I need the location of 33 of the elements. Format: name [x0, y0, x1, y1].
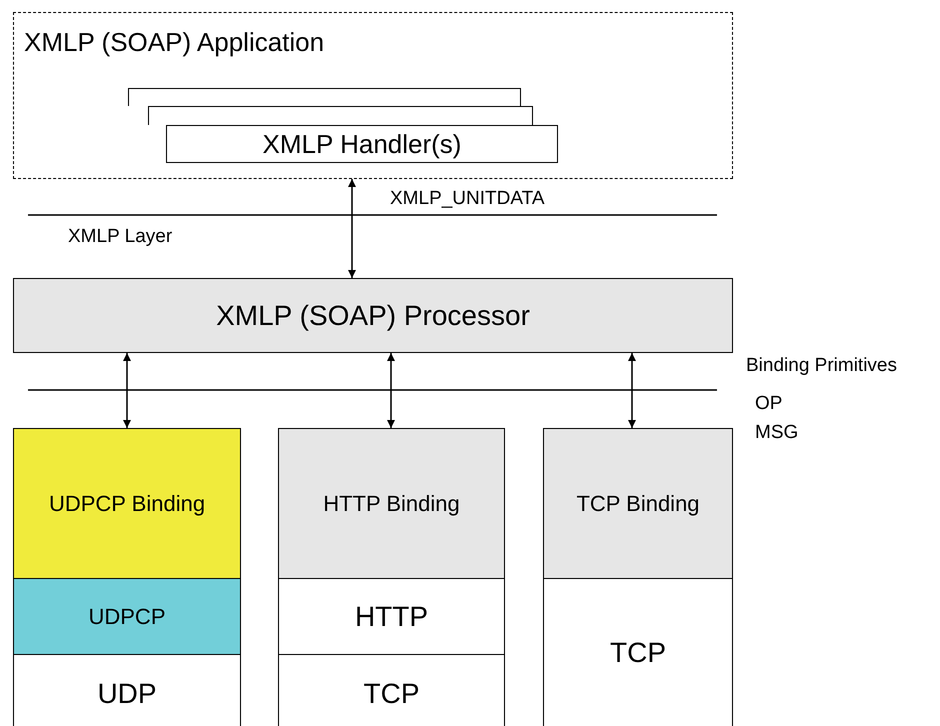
box-label: HTTP Binding: [323, 490, 460, 516]
interface-label: XMLP_UNITDATA: [390, 188, 544, 210]
binding-box: [278, 428, 505, 579]
stacked-card: [128, 88, 521, 106]
double-arrow: [348, 179, 356, 278]
box-label: XMLP Handler(s): [262, 128, 462, 160]
protocol-box: [278, 578, 505, 655]
primitive-label: OP: [755, 393, 782, 415]
protocol-box: [543, 578, 733, 726]
box-label: TCP: [610, 637, 666, 669]
stacked-card: [148, 106, 533, 125]
protocol-box: [278, 654, 505, 726]
box-label: XMLP (SOAP) Processor: [216, 300, 530, 332]
double-arrow: [628, 353, 636, 428]
protocol-box: [13, 654, 241, 726]
box-label: UDP: [97, 678, 157, 710]
application-container: [13, 12, 733, 179]
primitive-label: MSG: [755, 422, 798, 444]
processor-box: [13, 278, 733, 353]
box-label: TCP: [364, 678, 420, 710]
interface-label: Binding Primitives: [746, 355, 897, 377]
protocol-box: [13, 578, 241, 655]
handler-box: [166, 125, 558, 163]
layer-label: XMLP Layer: [68, 226, 172, 248]
double-arrow: [387, 353, 395, 428]
box-label: TCP Binding: [576, 490, 700, 516]
box-label: UDPCP: [88, 604, 166, 630]
box-label: HTTP: [354, 600, 428, 632]
binding-box: [13, 428, 241, 579]
box-label: UDPCP Binding: [48, 490, 206, 516]
double-arrow: [123, 353, 131, 428]
container-title: XMLP (SOAP) Application: [24, 27, 324, 58]
binding-box: [543, 428, 733, 579]
